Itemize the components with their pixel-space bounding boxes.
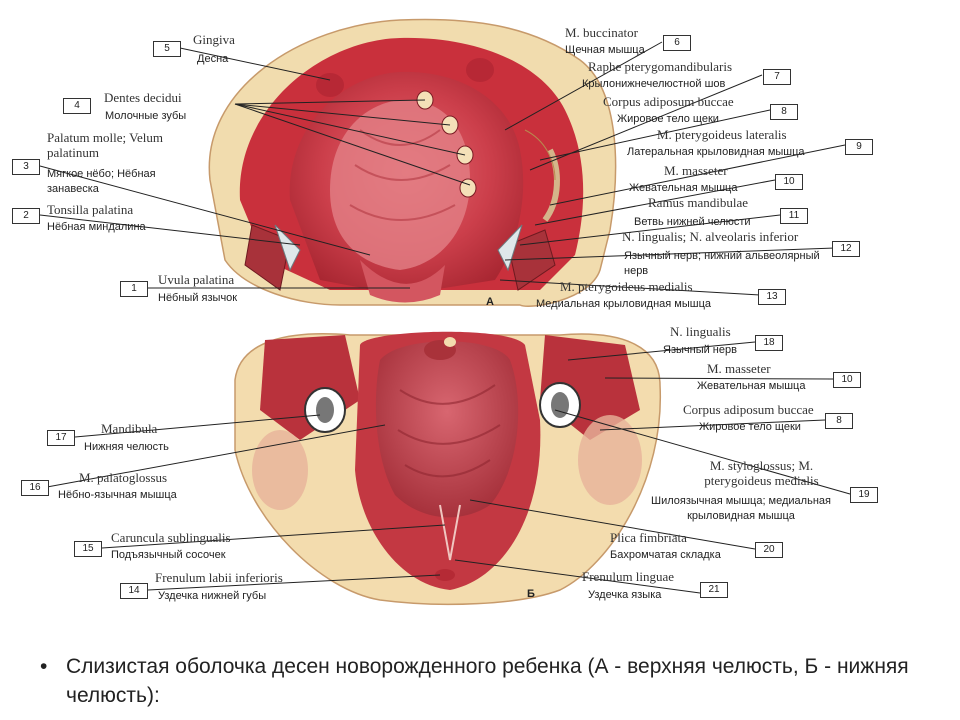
panel-label-b: Б [527, 588, 535, 600]
upper-jaw-illustration [208, 18, 617, 307]
label-latin: Mandibula [101, 421, 158, 436]
label-latin: M. styloglossus; M. pterygoideus mediali… [704, 458, 819, 488]
label-russian: Щечная мышца [565, 44, 645, 56]
label-russian: Нижняя челюсть [84, 441, 169, 453]
label-russian: Язычный нерв [663, 344, 737, 356]
label-russian: Жевательная мышца [697, 380, 806, 392]
label-number: 10 [775, 174, 803, 190]
label-number: 20 [755, 542, 783, 558]
label-number: 3 [12, 159, 40, 175]
label-latin: Gingiva [193, 32, 235, 47]
label-russian: Уздечка языка [588, 589, 662, 601]
label-number: 11 [780, 208, 808, 224]
label-russian: Уздечка нижней губы [158, 590, 267, 602]
label-number: 21 [700, 582, 728, 598]
label-latin: Frenulum linguae [582, 569, 675, 584]
label-russian: Медиальная крыловидная мышца [536, 298, 712, 310]
label-number: 8 [825, 413, 853, 429]
label-number: 2 [12, 208, 40, 224]
label-latin: Tonsilla palatina [47, 202, 134, 217]
label-latin: M. pterygoideus medialis [560, 279, 693, 294]
label-latin: M. palatoglossus [79, 470, 168, 485]
label-number: 9 [845, 139, 873, 155]
anatomy-figure: 5 Gingiva Десна 4 Dentes decidui Молочны… [12, 18, 878, 606]
label-latin: Frenulum labii inferioris [155, 570, 283, 585]
label-number: 17 [47, 430, 75, 446]
label-latin: Dentes decidui [104, 90, 182, 105]
label-latin: M. masseter [664, 163, 728, 178]
label-latin: Uvula palatina [158, 272, 235, 287]
label-latin: M. pterygoideus lateralis [657, 127, 787, 142]
label-russian: Мягкое нёбо; Нёбная занавеска [47, 168, 156, 195]
label-russian: Подъязычный сосочек [111, 549, 226, 561]
label-latin: Raphe pterygomandibularis [588, 59, 733, 74]
lower-jaw-illustration [234, 331, 662, 606]
label-russian: Жевательная мышца [629, 182, 738, 194]
label-latin: Caruncula sublingualis [111, 530, 231, 545]
label-number: 8 [770, 104, 798, 120]
label-number: 12 [832, 241, 860, 257]
label-number: 7 [763, 69, 791, 85]
slide-caption: • Слизистая оболочка десен новорожденног… [40, 652, 930, 710]
label-russian: Нёбная миндалина [47, 221, 146, 233]
label-russian: Язычный нерв; нижний альвеолярный нерв [624, 250, 820, 277]
label-latin: Palatum molle; Velum palatinum [47, 130, 164, 160]
label-number: 5 [153, 41, 181, 57]
bullet-point: • [40, 655, 48, 678]
label-russian: Ветвь нижней челюсти [634, 216, 751, 228]
label-russian: Крылонижнечелюстной шов [582, 78, 726, 90]
label-russian: Десна [197, 53, 229, 65]
label-russian: Жировое тело щеки [699, 421, 801, 433]
label-russian: Нёбный язычок [158, 292, 238, 304]
label-russian: Жировое тело щеки [617, 113, 719, 125]
label-number: 14 [120, 583, 148, 599]
panel-label-a: А [486, 296, 494, 308]
label-latin: M. buccinator [565, 25, 638, 40]
label-number: 4 [63, 98, 91, 114]
label-number: 19 [850, 487, 878, 503]
label-russian: Молочные зубы [105, 110, 187, 122]
label-russian: Бахромчатая складка [610, 549, 721, 561]
label-russian: Латеральная крыловидная мышца [627, 146, 805, 158]
label-number: 10 [833, 372, 861, 388]
label-number: 1 [120, 281, 148, 297]
caption-text: Слизистая оболочка десен новорожденного … [66, 655, 909, 707]
label-russian: Нёбно-язычная мышца [58, 489, 177, 501]
label-number: 15 [74, 541, 102, 557]
label-latin: Ramus mandibulae [648, 195, 749, 210]
label-latin: Corpus adiposum buccae [603, 94, 734, 109]
label-latin: M. masseter [707, 361, 771, 376]
label-latin: Plica fimbriata [610, 530, 687, 545]
label-latin: N. lingualis; N. alveolaris inferior [622, 229, 799, 244]
label-russian: Шилоязычная мышца; медиальная крыловидна… [651, 495, 831, 522]
label-latin: Corpus adiposum buccae [683, 402, 814, 417]
anatomy-illustration [39, 18, 851, 606]
label-number: 16 [21, 480, 49, 496]
label-number: 6 [663, 35, 691, 51]
label-latin: N. lingualis [670, 324, 731, 339]
leader-lines [39, 41, 851, 594]
label-number: 18 [755, 335, 783, 351]
label-number: 13 [758, 289, 786, 305]
